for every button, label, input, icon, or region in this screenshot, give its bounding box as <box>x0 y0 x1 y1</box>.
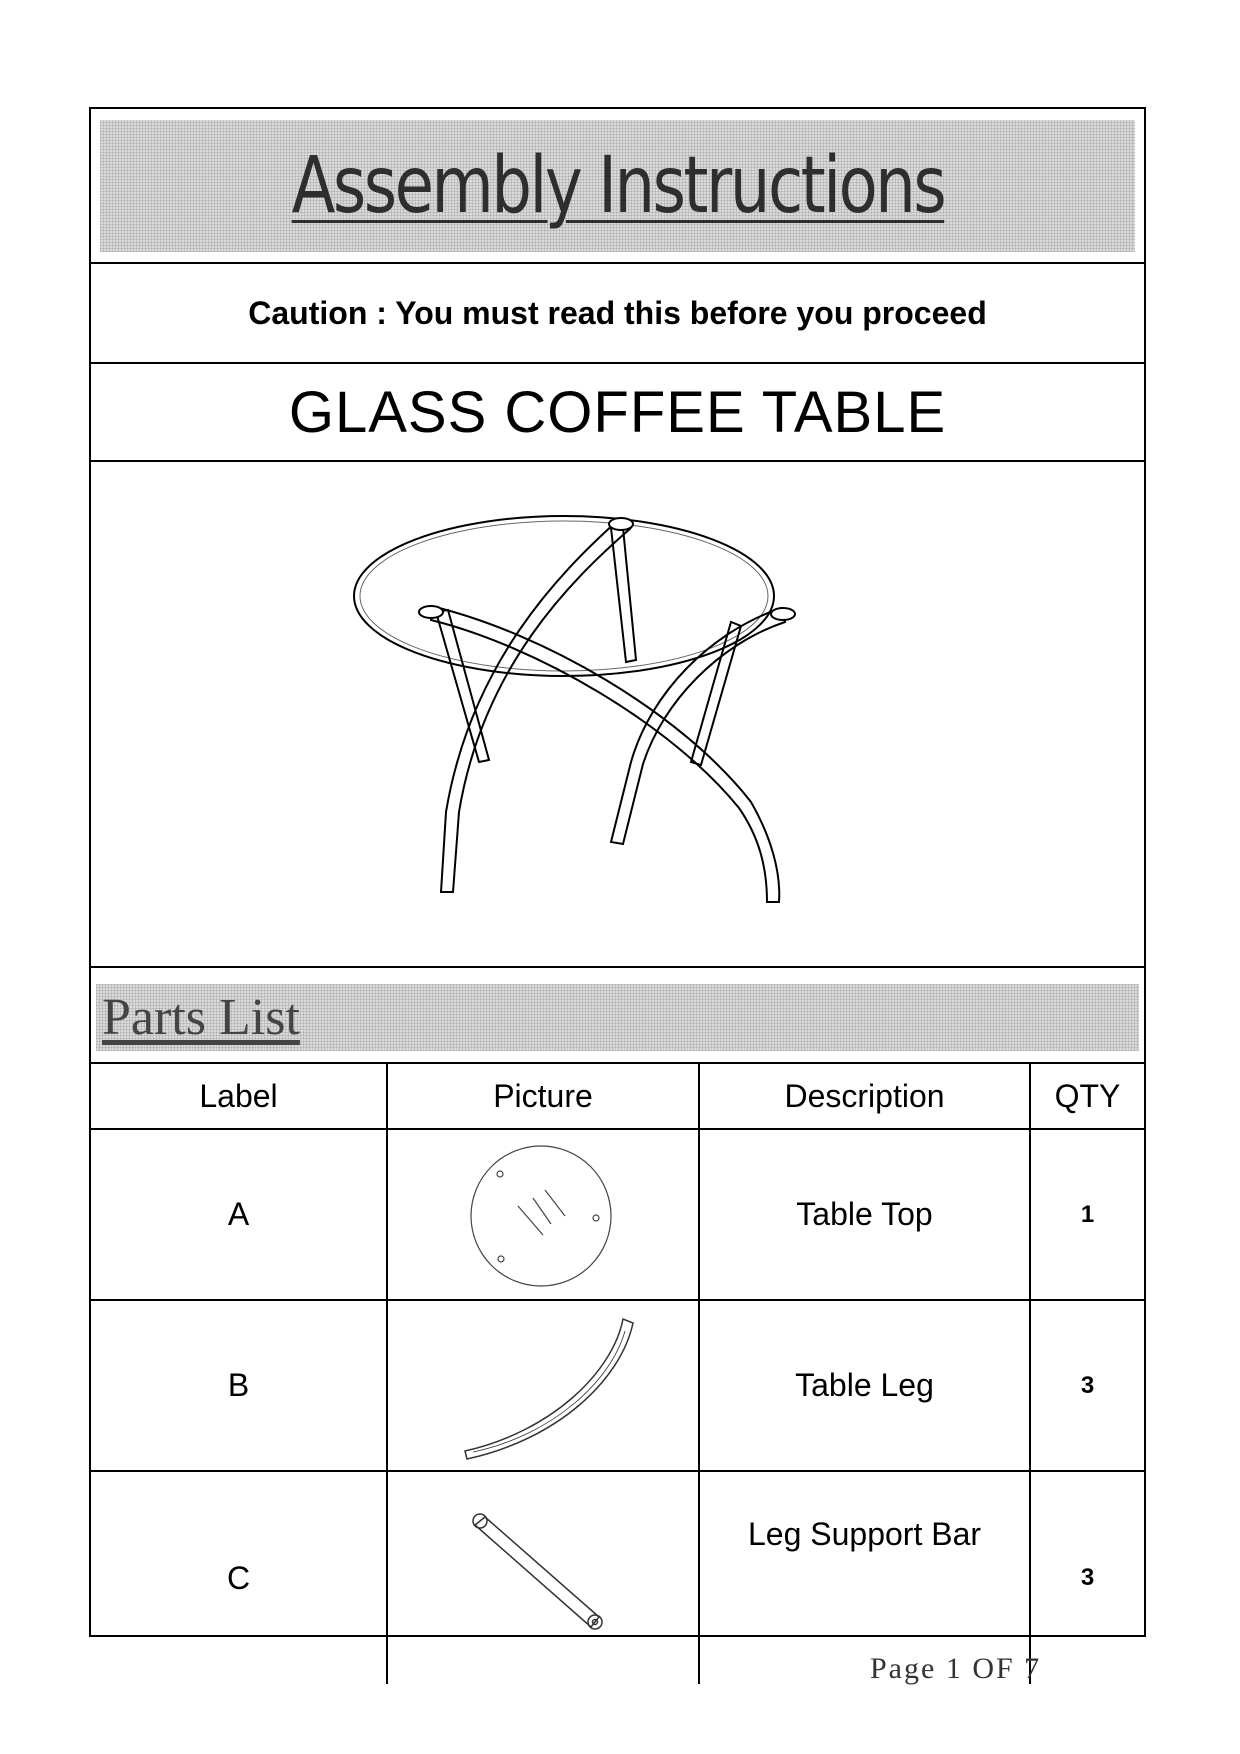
leg-back <box>439 521 632 893</box>
parts-list-band: Parts List <box>96 984 1139 1051</box>
table-row: C Leg Support Bar 3 <box>91 1470 1144 1684</box>
page-title: Assembly Instructions <box>291 141 946 231</box>
column-header-picture: Picture <box>386 1062 700 1130</box>
part-description: Leg Support Bar <box>698 1470 1031 1684</box>
part-label: B <box>91 1299 388 1472</box>
table-row: A Table Top 1 <box>91 1128 1144 1301</box>
part-label: A <box>91 1128 388 1301</box>
caution-text: Caution : You must read this before you … <box>248 294 987 331</box>
assembled-table-drawing <box>91 460 1144 966</box>
table-row: B Table Leg 3 <box>91 1299 1144 1472</box>
caution-row: Caution : You must read this before you … <box>91 262 1144 362</box>
title-band: Assembly Instructions <box>100 120 1135 252</box>
support-bar-icon <box>472 1513 603 1630</box>
part-picture <box>386 1128 700 1301</box>
product-row: GLASS COFFEE TABLE <box>91 362 1144 460</box>
column-header-description: Description <box>698 1062 1031 1130</box>
page-number: Page 1 OF 7 <box>870 1652 1042 1685</box>
instruction-sheet: Assembly Instructions Caution : You must… <box>89 107 1146 1684</box>
column-header-label: Label <box>91 1062 388 1130</box>
part-picture <box>386 1470 700 1684</box>
table-leg-icon <box>464 1317 634 1460</box>
table-header-row: Label Picture Description QTY <box>91 1062 1144 1130</box>
parts-table: Label Picture Description QTY A <box>91 1062 1144 1684</box>
coffee-table-illustration <box>353 515 796 903</box>
glass-top-shape <box>353 515 775 677</box>
table-top-icon <box>470 1144 612 1287</box>
part-qty: 1 <box>1029 1128 1144 1301</box>
leg-right <box>609 606 787 846</box>
parts-list-heading: Parts List <box>102 989 300 1046</box>
part-description: Table Leg <box>698 1299 1031 1472</box>
product-name: GLASS COFFEE TABLE <box>288 379 947 445</box>
part-picture <box>386 1299 700 1472</box>
divider <box>91 966 1144 968</box>
part-description: Table Top <box>698 1128 1031 1301</box>
part-qty: 3 <box>1029 1299 1144 1472</box>
column-header-qty: QTY <box>1029 1062 1144 1130</box>
part-label: C <box>91 1470 388 1684</box>
leg-left <box>430 604 781 903</box>
part-qty: 3 <box>1029 1470 1144 1684</box>
